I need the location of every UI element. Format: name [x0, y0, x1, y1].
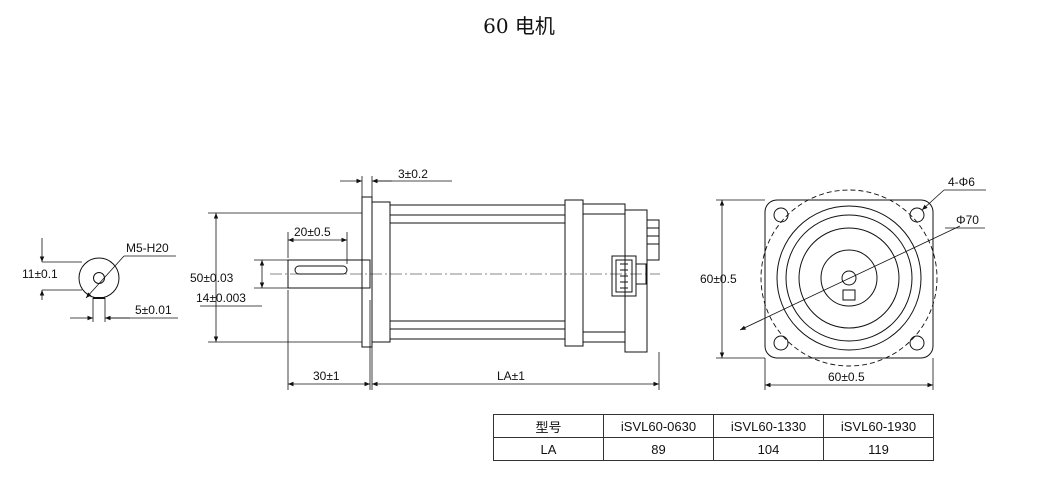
body-length-label: LA±1: [497, 369, 525, 383]
shaft-dia-label: 14±0.003: [196, 291, 246, 305]
model-table: 型号 iSVL60-0630 iSVL60-1330 iSVL60-1930 L…: [493, 414, 934, 461]
flange-thickness-label: 3±0.2: [398, 167, 428, 181]
pcd-label: Φ70: [956, 213, 979, 227]
header-model-1930: iSVL60-1930: [823, 414, 934, 438]
shaft-key-label: M5-H20: [126, 241, 169, 255]
la-0630: 89: [603, 437, 714, 461]
flange-height-label: 60±0.5: [700, 272, 737, 286]
motor-front-view: [716, 189, 986, 390]
key-width-label: 5±0.01: [135, 303, 172, 317]
key-height-label: 11±0.1: [22, 267, 58, 281]
motor-side-view: [200, 176, 660, 390]
shaft-length-label: 30±1: [313, 369, 340, 383]
holes-label: 4-Φ6: [948, 175, 975, 189]
header-model-1330: iSVL60-1330: [713, 414, 824, 438]
page-title: 60 电机: [483, 14, 555, 38]
table-header-row: 型号 iSVL60-0630 iSVL60-1330 iSVL60-1930: [493, 414, 934, 438]
la-1330: 104: [713, 437, 824, 461]
shaft-end-view: [39, 238, 178, 322]
flange-width-label: 60±0.5: [828, 370, 865, 384]
row-label: LA: [493, 437, 604, 461]
pilot-dia-label: 50±0.03: [190, 271, 234, 285]
header-model-0630: iSVL60-0630: [603, 414, 714, 438]
key-length-label: 20±0.5: [294, 225, 331, 239]
la-1930: 119: [823, 437, 934, 461]
header-model: 型号: [493, 414, 604, 438]
table-row: LA 89 104 119: [493, 437, 934, 461]
